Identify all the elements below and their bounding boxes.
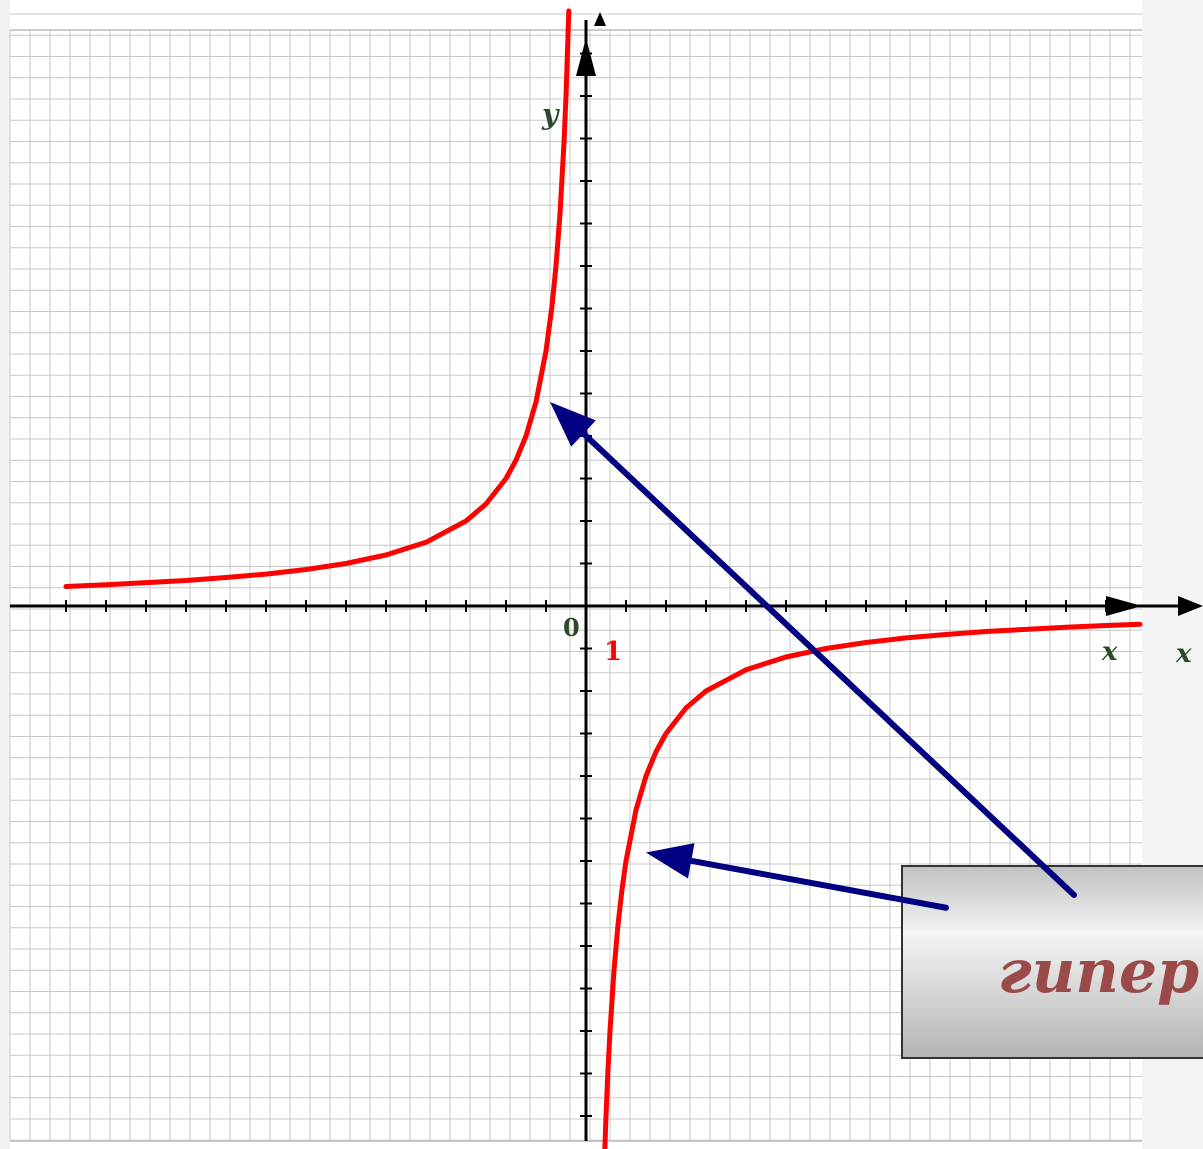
y-axis-arrowhead	[576, 38, 596, 76]
callout-box	[901, 865, 1203, 1059]
unit-label: 1	[604, 637, 622, 667]
y-axis-label: y	[541, 98, 560, 131]
grid	[9, 13, 1142, 1142]
pointer-arrow-shaft-2	[688, 857, 949, 911]
pointer-arrow-head-2	[646, 843, 695, 879]
x-axis-arrowhead-outer	[1178, 596, 1203, 616]
x-axis-arrowhead	[1106, 596, 1142, 616]
pointer-arrow-head-1	[550, 402, 596, 447]
hyperbola-curves	[63, 8, 1143, 1149]
x-axis-label-outer: x	[1175, 639, 1192, 669]
hyperbola-branch-2	[602, 621, 1143, 1149]
callout-text: гипер	[998, 937, 1199, 1007]
y-axis-arrowhead-top	[594, 12, 606, 26]
pointer-arrow-shaft-1	[580, 430, 1077, 898]
origin-label: 0	[563, 613, 580, 642]
pointer-arrows	[550, 402, 1077, 911]
left-margin-strip	[0, 0, 10, 1149]
hyperbola-branch-1	[63, 8, 572, 589]
x-axis-label: x	[1101, 637, 1118, 667]
